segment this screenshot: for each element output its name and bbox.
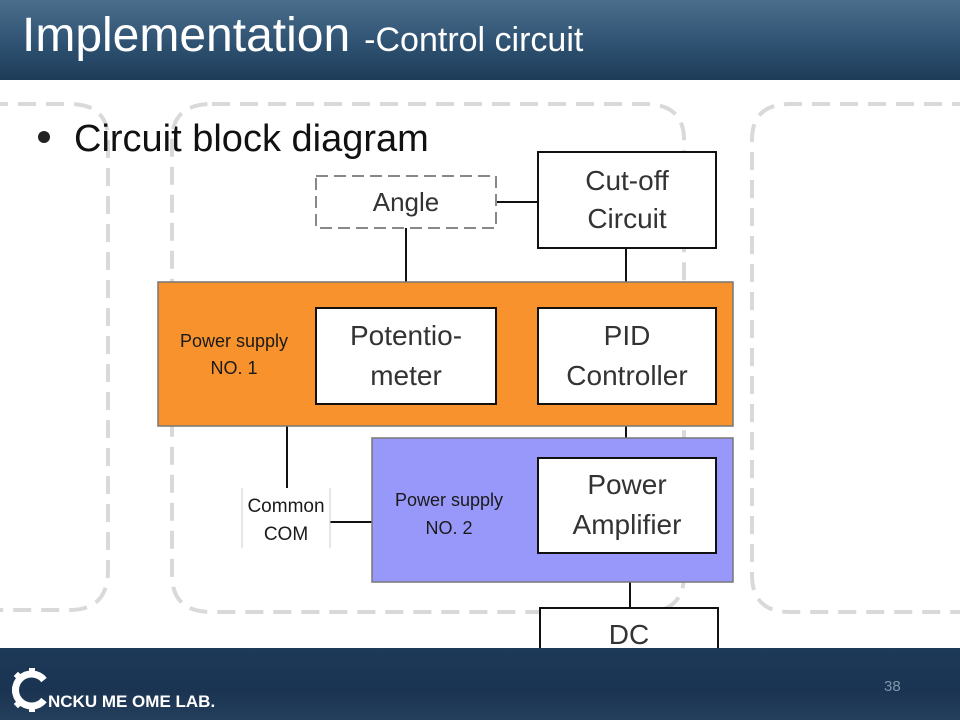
page-number: 38: [884, 678, 901, 695]
supply1-label-line2: NO. 1: [210, 358, 257, 378]
title-subtitle: -Control circuit: [364, 21, 584, 59]
power-amplifier-block: [537, 457, 717, 554]
pid-label-line1: PID: [604, 320, 651, 351]
common-label-line2: COM: [264, 524, 308, 545]
dc-motor-label-line1: DC: [609, 619, 649, 650]
amplifier-label-line2: Amplifier: [573, 509, 682, 540]
bullet-item: Circuit block diagram: [38, 118, 429, 161]
angle-label: Angle: [373, 187, 440, 217]
bullet-dot: [38, 130, 50, 143]
supply2-label-line1: Power supply: [395, 490, 503, 510]
pid-controller-block: [537, 307, 717, 405]
potentiometer-label-line2: meter: [370, 360, 442, 391]
cutoff-label-line1: Cut-off: [585, 165, 669, 196]
cutoff-label-line2: Circuit: [587, 203, 667, 234]
bullet-text: Circuit block diagram: [74, 118, 429, 160]
common-com-label-box: [242, 488, 330, 548]
cutoff-circuit-block: [537, 151, 717, 249]
supply2-label-line2: NO. 2: [425, 518, 472, 538]
lab-logo-gear-icon: [12, 668, 47, 712]
title-bar: [0, 0, 960, 80]
supply1-label-line1: Power supply: [180, 331, 288, 351]
footer-bar: [0, 648, 960, 720]
title-main: Implementation: [22, 9, 351, 62]
potentiometer-block: [315, 307, 497, 405]
common-label-line1: Common: [247, 496, 324, 517]
pid-label-line2: Controller: [566, 360, 687, 391]
potentiometer-label-line1: Potentio-: [350, 320, 462, 351]
amplifier-label-line1: Power: [587, 469, 666, 500]
lab-name: NCKU ME OME LAB.: [48, 692, 216, 711]
slide-title: Implementation -Control circuit: [22, 8, 583, 63]
angle-block: [315, 175, 497, 229]
